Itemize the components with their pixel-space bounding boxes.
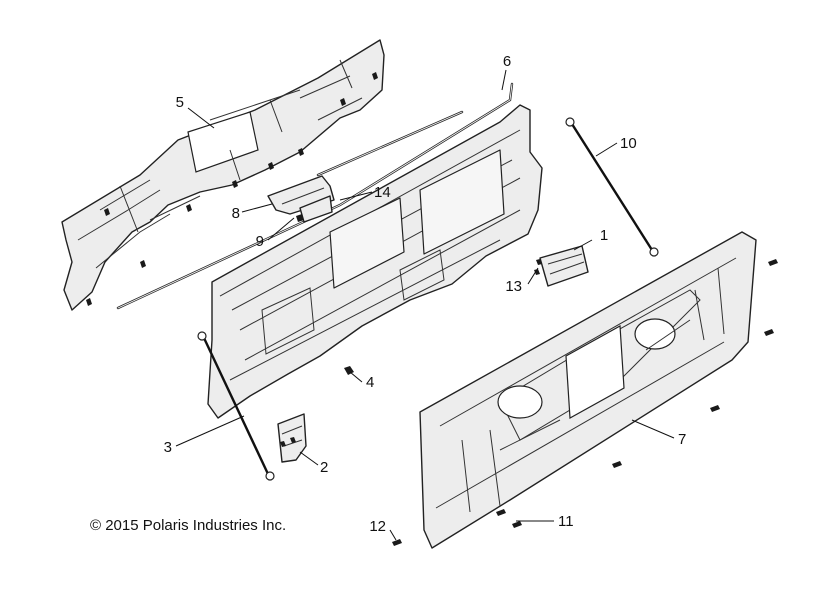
callout-11: 11 bbox=[558, 513, 574, 530]
part-14-rod bbox=[316, 110, 464, 177]
copyright-notice: © 2015 Polaris Industries Inc. bbox=[90, 517, 286, 534]
callout-3: 3 bbox=[164, 439, 172, 456]
callout-7: 7 bbox=[678, 431, 686, 448]
leader-lines bbox=[175, 69, 675, 541]
callout-2: 2 bbox=[320, 459, 328, 476]
callout-4: 4 bbox=[366, 374, 374, 391]
callout-6: 6 bbox=[503, 53, 511, 70]
callout-9: 9 bbox=[256, 233, 264, 250]
callout-13: 13 bbox=[505, 278, 522, 295]
callout-5: 5 bbox=[176, 94, 184, 111]
callout-12: 12 bbox=[369, 518, 386, 535]
part-10-cable bbox=[565, 117, 659, 257]
callouts: 5 6 10 1 13 14 8 9 4 3 2 7 11 12 bbox=[164, 53, 687, 535]
inner-tailgate-panel bbox=[207, 104, 543, 419]
part-7-outer-panel bbox=[419, 231, 757, 549]
callout-10: 10 bbox=[620, 135, 637, 152]
part-1-hinge bbox=[539, 245, 589, 287]
callout-14: 14 bbox=[374, 184, 391, 201]
callout-8: 8 bbox=[232, 205, 240, 222]
part-5-upper-bracket bbox=[61, 39, 385, 311]
part-3-cable bbox=[197, 331, 275, 481]
callout-1: 1 bbox=[600, 227, 608, 244]
part-6-rod bbox=[116, 82, 514, 310]
